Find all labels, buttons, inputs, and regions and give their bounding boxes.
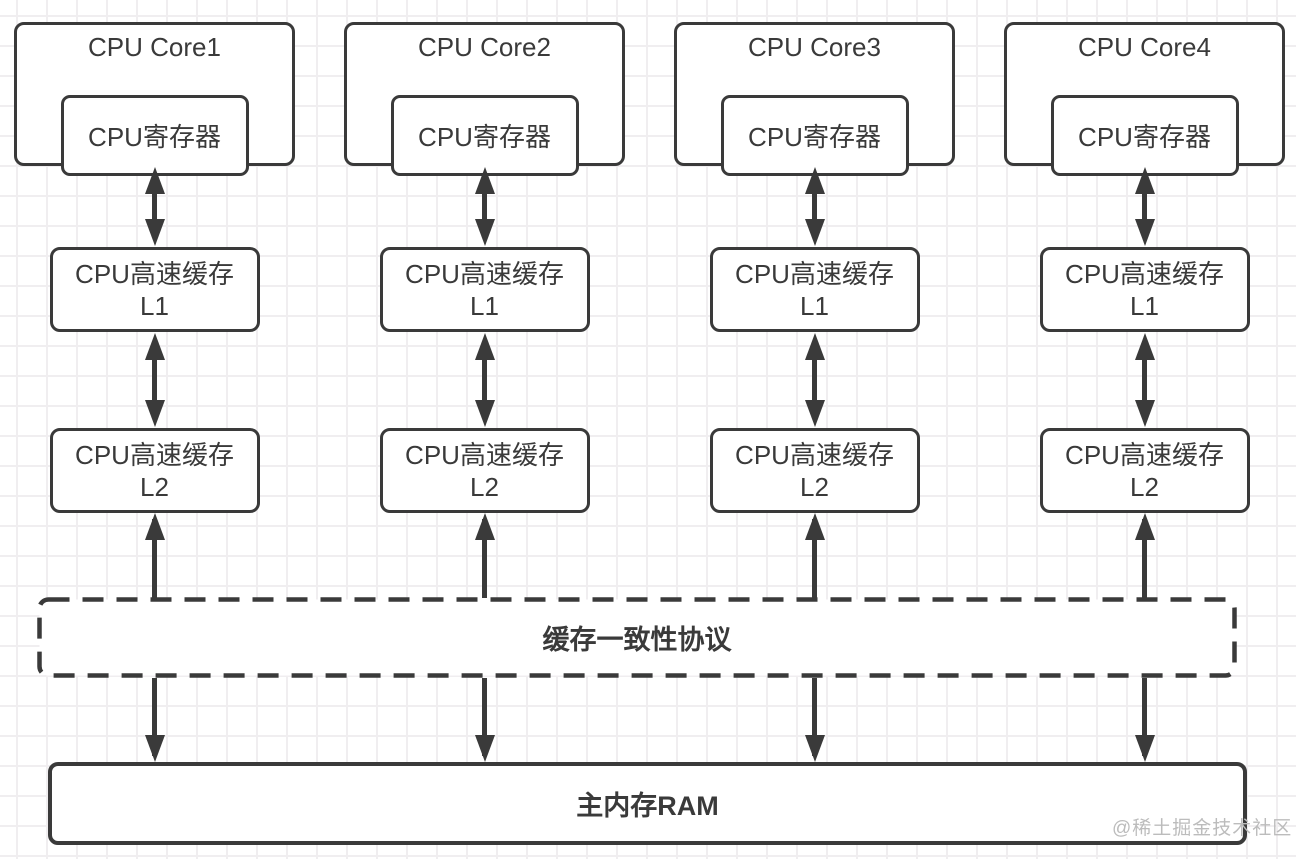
arrow-shaft xyxy=(482,519,487,598)
bidirectional-arrow-l1-l2 xyxy=(144,333,166,427)
cpu-core-title: CPU Core3 xyxy=(748,32,881,62)
cpu-register-label: CPU寄存器 xyxy=(1078,122,1211,152)
up-arrow-coherence-to-l2 xyxy=(804,513,826,598)
l1-cache-label-line1: CPU高速缓存 xyxy=(405,258,564,289)
l2-cache-box: CPU高速缓存 L2 xyxy=(709,428,920,513)
cpu-register-box: CPU寄存器 xyxy=(60,95,249,176)
cpu-core-box: CPU Core2 CPU寄存器 xyxy=(344,22,625,176)
up-arrow-coherence-to-l2 xyxy=(144,513,166,598)
cpu-core-box: CPU Core3 CPU寄存器 xyxy=(674,22,955,176)
cpu-register-box: CPU寄存器 xyxy=(390,95,579,176)
up-arrow-coherence-to-l2 xyxy=(1134,513,1156,598)
l2-cache-label-line1: CPU高速缓存 xyxy=(735,439,894,470)
cpu-register-box: CPU寄存器 xyxy=(720,95,909,176)
bidirectional-arrow-l1-l2 xyxy=(1134,333,1156,427)
l1-cache-box: CPU高速缓存 L1 xyxy=(49,247,260,332)
l2-cache-label-line2: L2 xyxy=(1130,471,1159,502)
l2-cache-box: CPU高速缓存 L2 xyxy=(1039,428,1250,513)
cpu-register-box: CPU寄存器 xyxy=(1050,95,1239,176)
arrow-shaft xyxy=(152,341,157,419)
l1-cache-box: CPU高速缓存 L1 xyxy=(379,247,590,332)
cpu-column-4: CPU Core4 CPU寄存器 CPU高速缓存 L1 CPU高速缓存 L2 xyxy=(1004,0,1285,859)
dashed-border xyxy=(37,597,1237,678)
bidirectional-arrow-core-l1 xyxy=(1134,167,1156,246)
cpu-register-label: CPU寄存器 xyxy=(88,122,221,152)
arrow-shaft xyxy=(1142,678,1147,756)
arrowhead-down-icon xyxy=(144,219,165,246)
bidirectional-arrow-core-l1 xyxy=(144,167,166,246)
arrowhead-down-icon xyxy=(474,219,495,246)
cpu-core-box: CPU Core1 CPU寄存器 xyxy=(14,22,295,176)
arrowhead-down-icon xyxy=(804,219,825,246)
cpu-register-label: CPU寄存器 xyxy=(748,122,881,152)
l1-cache-label-line2: L1 xyxy=(800,290,829,321)
bidirectional-arrow-l1-l2 xyxy=(474,333,496,427)
arrow-shaft xyxy=(1142,519,1147,598)
bidirectional-arrow-core-l1 xyxy=(474,167,496,246)
cpu-register-label: CPU寄存器 xyxy=(418,122,551,152)
arrowhead-down-icon xyxy=(474,400,495,427)
cache-coherence-label: 缓存一致性协议 xyxy=(542,625,732,655)
arrow-shaft xyxy=(152,519,157,598)
l2-cache-label-line1: CPU高速缓存 xyxy=(75,439,234,470)
cpu-column-1: CPU Core1 CPU寄存器 CPU高速缓存 L1 CPU高速缓存 L2 xyxy=(14,0,295,859)
l1-cache-label-line2: L1 xyxy=(140,290,169,321)
arrowhead-down-icon xyxy=(804,400,825,427)
up-arrow-coherence-to-l2 xyxy=(474,513,496,598)
arrow-shaft xyxy=(482,175,487,238)
arrow-shaft xyxy=(482,341,487,419)
l2-cache-label-line1: CPU高速缓存 xyxy=(405,439,564,470)
arrowhead-down-icon xyxy=(1134,219,1155,246)
arrow-shaft xyxy=(1142,175,1147,238)
down-arrow-coherence-to-ram xyxy=(474,678,496,762)
down-arrow-coherence-to-ram xyxy=(144,678,166,762)
l2-cache-label-line2: L2 xyxy=(800,471,829,502)
l2-cache-box: CPU高速缓存 L2 xyxy=(49,428,260,513)
l1-cache-label-line2: L1 xyxy=(1130,290,1159,321)
down-arrow-coherence-to-ram xyxy=(1134,678,1156,762)
cpu-core-title: CPU Core4 xyxy=(1078,32,1211,62)
cpu-core-box: CPU Core4 CPU寄存器 xyxy=(1004,22,1285,176)
bidirectional-arrow-core-l1 xyxy=(804,167,826,246)
arrowhead-down-icon xyxy=(474,735,495,762)
arrowhead-down-icon xyxy=(1134,735,1155,762)
arrowhead-down-icon xyxy=(144,400,165,427)
arrowhead-down-icon xyxy=(804,735,825,762)
arrowhead-down-icon xyxy=(1134,400,1155,427)
arrow-shaft xyxy=(812,175,817,238)
l2-cache-label-line1: CPU高速缓存 xyxy=(1065,439,1224,470)
arrow-shaft xyxy=(482,678,487,756)
watermark-text: @稀土掘金技术社区 xyxy=(1112,818,1293,839)
main-memory-ram-label: 主内存RAM xyxy=(576,791,719,821)
main-memory-ram-box: 主内存RAM xyxy=(48,762,1247,845)
l2-cache-box: CPU高速缓存 L2 xyxy=(379,428,590,513)
arrow-shaft xyxy=(152,678,157,756)
l1-cache-label-line1: CPU高速缓存 xyxy=(75,258,234,289)
arrow-shaft xyxy=(1142,341,1147,419)
l1-cache-label-line2: L1 xyxy=(470,290,499,321)
l2-cache-label-line2: L2 xyxy=(140,471,169,502)
arrowhead-down-icon xyxy=(144,735,165,762)
arrow-shaft xyxy=(812,519,817,598)
arrow-shaft xyxy=(812,341,817,419)
l1-cache-box: CPU高速缓存 L1 xyxy=(1039,247,1250,332)
bidirectional-arrow-l1-l2 xyxy=(804,333,826,427)
l1-cache-label-line1: CPU高速缓存 xyxy=(1065,258,1224,289)
arrow-shaft xyxy=(812,678,817,756)
down-arrow-coherence-to-ram xyxy=(804,678,826,762)
cpu-column-2: CPU Core2 CPU寄存器 CPU高速缓存 L1 CPU高速缓存 L2 xyxy=(344,0,625,859)
arrow-shaft xyxy=(152,175,157,238)
l1-cache-label-line1: CPU高速缓存 xyxy=(735,258,894,289)
l2-cache-label-line2: L2 xyxy=(470,471,499,502)
cache-coherence-box: 缓存一致性协议 xyxy=(37,597,1237,678)
l1-cache-box: CPU高速缓存 L1 xyxy=(709,247,920,332)
cpu-column-3: CPU Core3 CPU寄存器 CPU高速缓存 L1 CPU高速缓存 L2 xyxy=(674,0,955,859)
cpu-core-title: CPU Core2 xyxy=(418,32,551,62)
cpu-core-title: CPU Core1 xyxy=(88,32,221,62)
